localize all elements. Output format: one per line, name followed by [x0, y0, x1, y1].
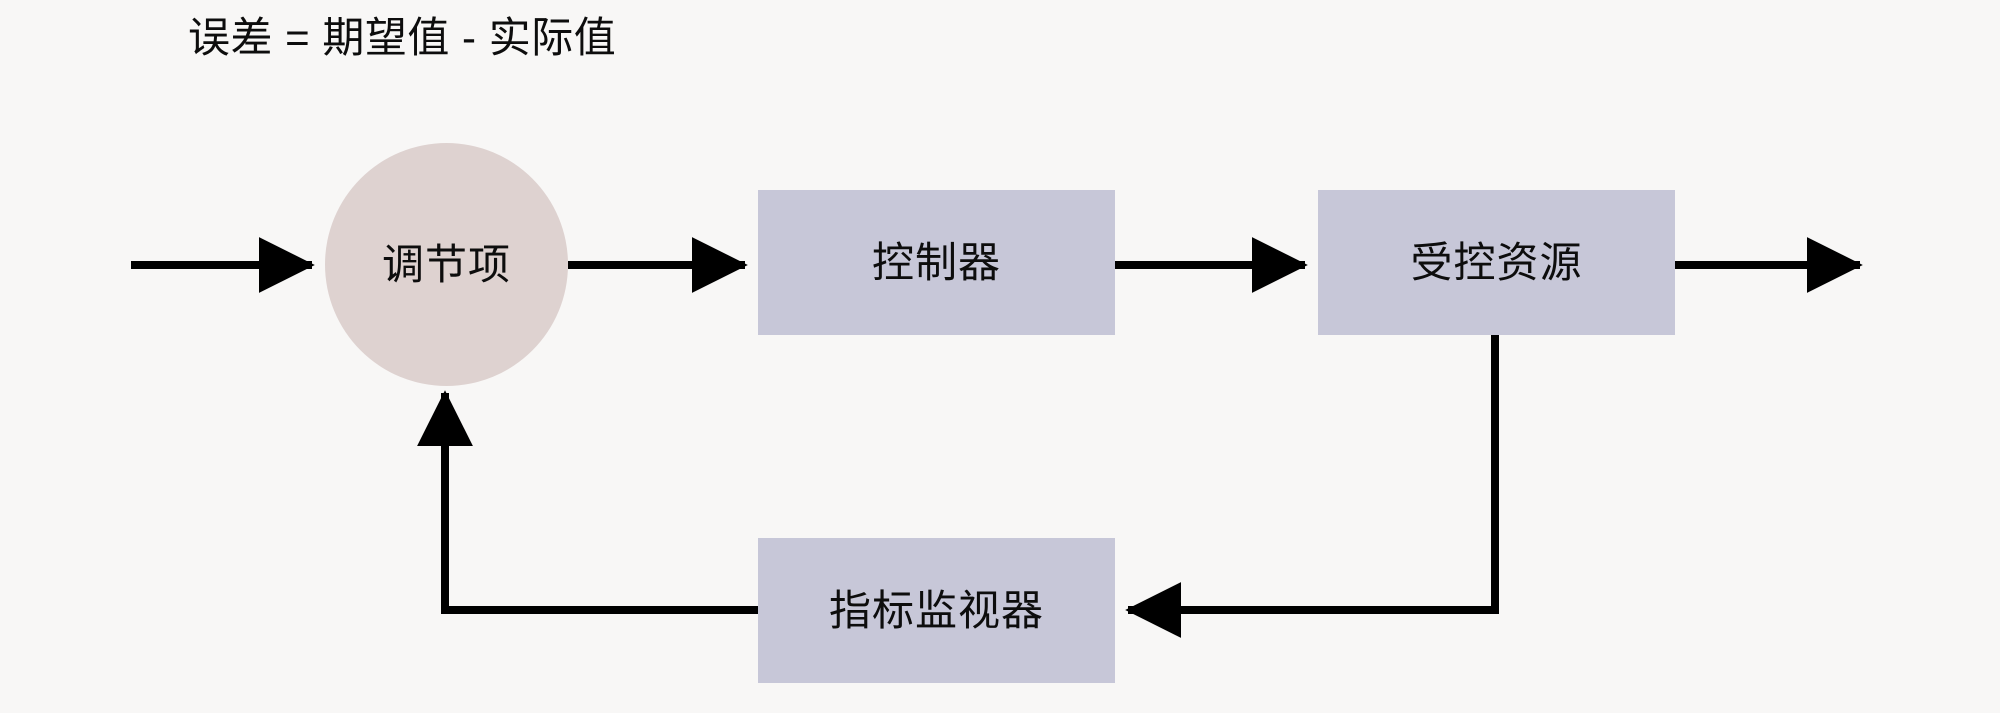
- node-summing-junction[interactable]: 调节项: [325, 143, 568, 386]
- edge-resource-to-monitor: [1125, 335, 1499, 638]
- diagram-title: 误差 = 期望值 - 实际值: [188, 14, 617, 61]
- node-resource-label: 受控资源: [1410, 238, 1583, 286]
- node-monitor-label: 指标监视器: [828, 586, 1044, 634]
- node-managed-resource[interactable]: 受控资源: [1318, 190, 1675, 335]
- node-controller-label: 控制器: [871, 238, 1001, 286]
- node-metric-monitor[interactable]: 指标监视器: [758, 538, 1115, 683]
- node-controller[interactable]: 控制器: [758, 190, 1115, 335]
- node-summing-label: 调节项: [381, 240, 511, 288]
